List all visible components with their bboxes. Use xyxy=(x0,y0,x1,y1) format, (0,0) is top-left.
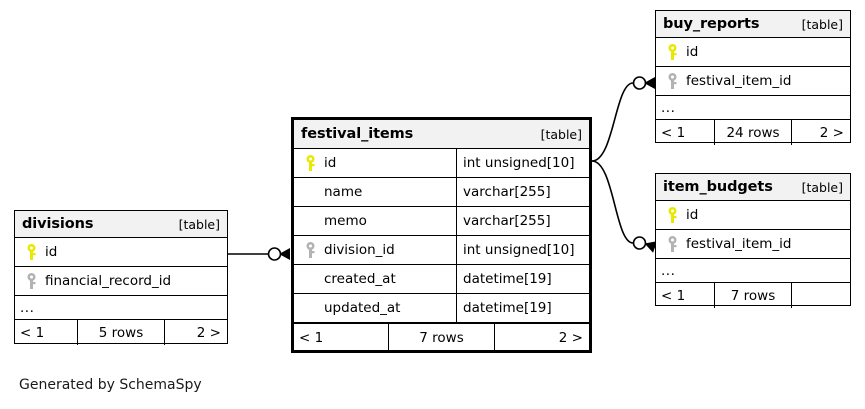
table-row[interactable]: memo varchar[255] xyxy=(294,207,589,236)
table-item_budgets[interactable]: item_budgets [table] id xyxy=(655,173,851,308)
table-row[interactable]: name varchar[255] xyxy=(294,178,589,207)
column-label: id xyxy=(324,155,337,171)
foreign-key-icon xyxy=(300,241,320,259)
column-label: festival_item_id xyxy=(686,73,792,89)
column-type-cell: int unsigned[10] xyxy=(456,149,589,177)
column-name-cell: division_id xyxy=(294,236,456,264)
column-type-cell: datetime[19] xyxy=(456,294,589,322)
row-count-label: 24 rows xyxy=(714,120,792,145)
table-row[interactable]: financial_record_id xyxy=(15,267,227,296)
foreign-key-icon xyxy=(662,235,682,253)
table-row[interactable]: id xyxy=(656,201,850,230)
table-row[interactable]: division_id int unsigned[10] xyxy=(294,236,589,265)
table-festival_items[interactable]: festival_items [table] id int unsigned[1… xyxy=(291,117,592,353)
table-kind-label: [table] xyxy=(801,16,843,32)
table-row[interactable]: id int unsigned[10] xyxy=(294,149,589,178)
column-name-cell: festival_item_id xyxy=(656,67,850,95)
table-row[interactable]: id xyxy=(15,238,227,267)
table-divisions[interactable]: divisions [table] id xyxy=(14,210,228,345)
table-header-festival_items: festival_items [table] xyxy=(294,120,589,149)
table-header-buy_reports: buy_reports [table] xyxy=(656,11,850,38)
prev-page-button[interactable]: < 1 xyxy=(20,324,45,341)
row-count-label: 7 rows xyxy=(714,283,792,308)
table-title: festival_items xyxy=(301,126,414,142)
edge-endpoint-circle xyxy=(267,247,282,261)
column-name-cell: financial_record_id xyxy=(15,267,227,295)
table-title: divisions xyxy=(22,216,94,232)
table-row[interactable]: festival_item_id xyxy=(656,67,850,96)
column-label: financial_record_id xyxy=(45,273,172,289)
column-label: id xyxy=(686,207,699,223)
row-count-label: 5 rows xyxy=(77,320,165,345)
next-page-button[interactable]: 2 > xyxy=(196,324,221,341)
column-type-cell: int unsigned[10] xyxy=(456,236,589,264)
column-type-cell: datetime[19] xyxy=(456,265,589,293)
column-name-cell: id xyxy=(15,238,227,266)
table-header-item_budgets: item_budgets [table] xyxy=(656,174,850,201)
more-columns-ellipsis: ... xyxy=(15,296,227,320)
edge-festival_items-to-buy_reports xyxy=(591,76,655,162)
column-label: created_at xyxy=(324,271,396,287)
edge-divisions-to-festival_items xyxy=(228,247,290,261)
table-buy_reports[interactable]: buy_reports [table] id xyxy=(655,10,851,145)
column-name-cell: festival_item_id xyxy=(656,230,850,258)
primary-key-icon xyxy=(662,206,682,224)
edge-festival_items-to-item_budgets xyxy=(591,160,657,253)
primary-key-icon xyxy=(662,43,682,61)
table-kind-label: [table] xyxy=(178,216,220,232)
table-row[interactable]: updated_at datetime[19] xyxy=(294,294,589,323)
next-page-button[interactable]: 2 > xyxy=(558,330,583,346)
table-header-divisions: divisions [table] xyxy=(15,211,227,238)
generated-by-caption: Generated by SchemaSpy xyxy=(19,377,202,393)
prev-page-button[interactable]: < 1 xyxy=(299,330,324,346)
foreign-key-icon xyxy=(662,72,682,90)
column-type-cell: varchar[255] xyxy=(456,207,589,235)
column-label: division_id xyxy=(324,242,395,258)
table-row[interactable]: festival_item_id xyxy=(656,230,850,259)
table-row[interactable]: created_at datetime[19] xyxy=(294,265,589,294)
row-count-label: 7 rows xyxy=(388,324,495,352)
primary-key-icon xyxy=(21,243,41,261)
table-row[interactable]: id xyxy=(656,38,850,67)
column-name-cell: created_at xyxy=(294,265,456,293)
next-page-button[interactable]: 2 > xyxy=(819,124,844,141)
table-footer-festival_items: < 1 7 rows 2 > xyxy=(294,323,589,352)
next-page-button[interactable] xyxy=(792,283,850,308)
column-name-cell: id xyxy=(294,149,456,177)
column-name-cell: updated_at xyxy=(294,294,456,322)
table-kind-label: [table] xyxy=(540,126,582,142)
prev-page-button[interactable]: < 1 xyxy=(661,287,686,304)
column-label: id xyxy=(45,244,58,260)
table-kind-label: [table] xyxy=(801,179,843,195)
column-label: memo xyxy=(324,213,367,229)
column-label: id xyxy=(686,44,699,60)
table-footer-item_budgets: < 1 7 rows xyxy=(656,283,850,308)
more-columns-ellipsis: ... xyxy=(656,259,850,283)
foreign-key-icon xyxy=(21,272,41,290)
column-name-cell: id xyxy=(656,38,850,66)
column-name-cell: memo xyxy=(294,207,456,235)
edge-endpoint-circle xyxy=(632,236,647,250)
column-label: festival_item_id xyxy=(686,236,792,252)
table-footer-buy_reports: < 1 24 rows 2 > xyxy=(656,120,850,145)
primary-key-icon xyxy=(300,154,320,172)
table-title: buy_reports xyxy=(663,16,760,32)
column-label: updated_at xyxy=(324,300,401,316)
table-title: item_budgets xyxy=(663,179,773,195)
column-name-cell: name xyxy=(294,178,456,206)
column-name-cell: id xyxy=(656,201,850,229)
edge-endpoint-circle xyxy=(632,76,647,90)
prev-page-button[interactable]: < 1 xyxy=(661,124,686,141)
column-type-cell: varchar[255] xyxy=(456,178,589,206)
column-label: name xyxy=(324,184,363,200)
more-columns-ellipsis: ... xyxy=(656,96,850,120)
table-footer-divisions: < 1 5 rows 2 > xyxy=(15,320,227,345)
